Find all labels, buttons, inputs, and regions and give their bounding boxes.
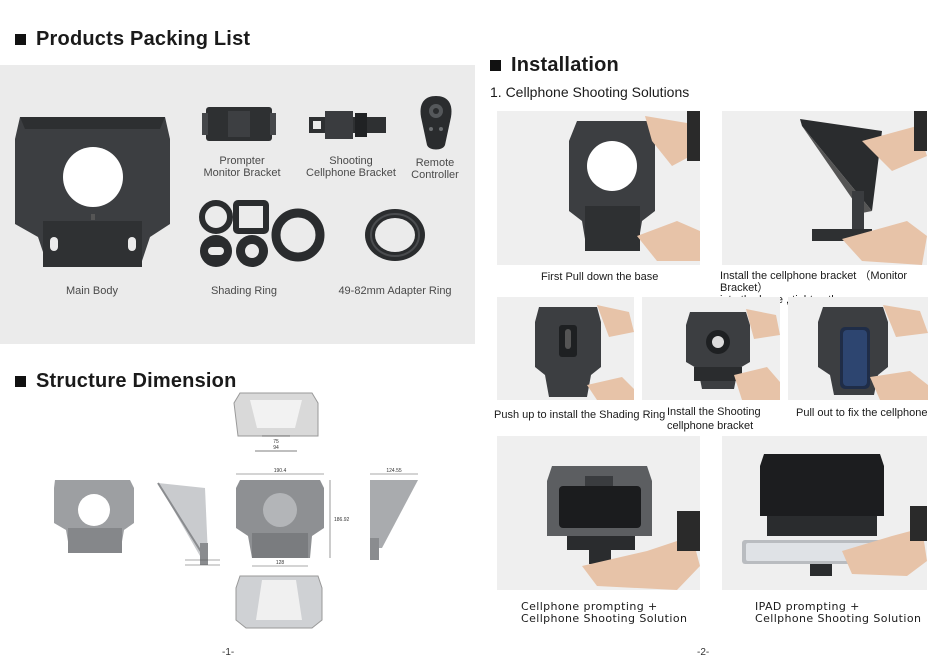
step6-caption: Cellphone prompting + Cellphone Shooting… [521, 600, 688, 625]
installation-heading: Installation [490, 54, 619, 77]
dim-front-w: 190.4 [274, 468, 287, 474]
installation-subtitle: 1. Cellphone Shooting Solutions [490, 84, 690, 100]
prompter-bracket-image [202, 107, 276, 141]
step3-caption: Push up to install the Shading Ring [494, 409, 666, 421]
step7-photo [722, 436, 927, 590]
adapter-ring-label: 49-82mm Adapter Ring [338, 285, 452, 297]
step1-photo [497, 111, 700, 265]
shading-ring-image [199, 200, 325, 267]
shooting-bracket-image [309, 111, 386, 139]
dim-top-b: 94 [273, 445, 279, 451]
remote-controller-label: Remote Controller [411, 157, 459, 181]
structure-drawing: 75 94 190.4 186.92 128 124.55 [54, 392, 418, 629]
step5-caption: Pull out to fix the cellphone [796, 407, 928, 419]
shooting-bracket-label: Shooting Cellphone Bracket [306, 155, 396, 179]
shading-ring-label: Shading Ring [210, 285, 278, 297]
step2-photo [722, 111, 927, 265]
right-side-view-drawing: 124.55 [370, 468, 418, 560]
step1-caption: First Pull down the base [541, 271, 659, 283]
adapter-ring-image [365, 209, 425, 261]
dim-front-h: 186.92 [334, 517, 350, 523]
packing-list-heading: Products Packing List [15, 28, 250, 51]
front-view-drawing: 190.4 186.92 128 [236, 468, 350, 567]
left-front-view-drawing [54, 480, 134, 553]
step6-photo [497, 436, 700, 590]
remote-controller-image [420, 96, 452, 150]
heading-square-icon [490, 60, 501, 71]
dim-side-w: 124.55 [386, 468, 402, 474]
page-number-right: -2- [697, 647, 710, 658]
step4-caption: Install the Shooting cellphone bracket [667, 406, 761, 432]
packing-list-title: Products Packing List [36, 28, 251, 50]
dim-top-a: 75 [273, 439, 279, 445]
structure-title: Structure Dimension [36, 370, 237, 392]
step4-photo [642, 297, 780, 400]
side-angle-view-drawing [157, 482, 220, 566]
dim-front-base: 128 [276, 560, 285, 566]
installation-title: Installation [511, 54, 619, 76]
packing-list-panel: Main Body Prompter Monitor Bracket Shoot… [0, 65, 475, 344]
step7-caption: IPAD prompting + Cellphone Shooting Solu… [755, 600, 922, 625]
step5-photo [788, 297, 928, 400]
page-number-left: -1- [222, 647, 235, 658]
top-view-drawing: 75 94 [233, 392, 319, 452]
bottom-view-drawing [235, 575, 323, 629]
heading-square-icon [15, 34, 26, 45]
main-body-image [15, 117, 170, 267]
main-body-label: Main Body [66, 285, 118, 297]
prompter-bracket-label: Prompter Monitor Bracket [203, 155, 281, 179]
step3-photo [497, 297, 634, 400]
heading-square-icon [15, 376, 26, 387]
structure-heading: Structure Dimension [15, 370, 237, 393]
